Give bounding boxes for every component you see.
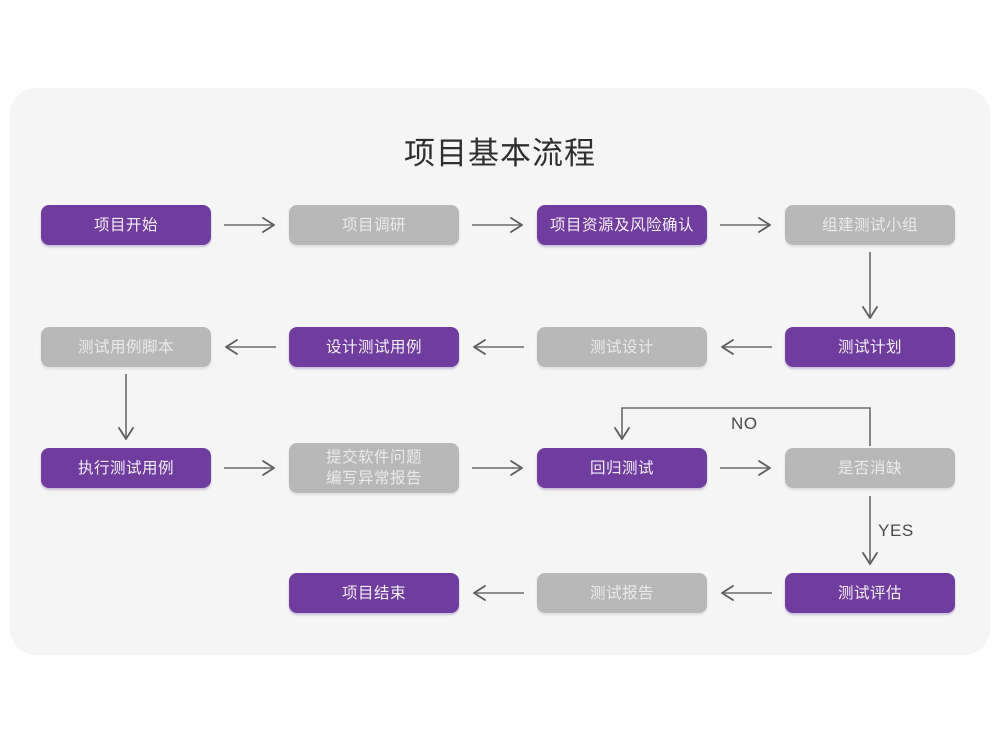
edge-label-yes: YES (878, 521, 914, 540)
node-execute-test-cases[interactable]: 执行测试用例 (41, 448, 211, 488)
node-test-case-script[interactable]: 测试用例脚本 (41, 327, 211, 367)
node-regression-test[interactable]: 回归测试 (537, 448, 707, 488)
node-project-end[interactable]: 项目结束 (289, 573, 459, 613)
node-test-evaluation[interactable]: 测试评估 (785, 573, 955, 613)
node-project-research[interactable]: 项目调研 (289, 205, 459, 245)
page-title: 项目基本流程 (404, 136, 596, 171)
node-design-test-cases[interactable]: 设计测试用例 (289, 327, 459, 367)
node-test-report[interactable]: 测试报告 (537, 573, 707, 613)
node-test-plan[interactable]: 测试计划 (785, 327, 955, 367)
node-defect-resolved[interactable]: 是否消缺 (785, 448, 955, 488)
node-project-start[interactable]: 项目开始 (41, 205, 211, 245)
edge-label-no: NO (731, 414, 758, 433)
node-submit-issue-report[interactable]: 提交软件问题 编写异常报告 (289, 443, 459, 493)
diagram-card (10, 88, 990, 655)
node-resource-risk-confirm[interactable]: 项目资源及风险确认 (537, 205, 707, 245)
node-build-test-team[interactable]: 组建测试小组 (785, 205, 955, 245)
node-test-design[interactable]: 测试设计 (537, 327, 707, 367)
